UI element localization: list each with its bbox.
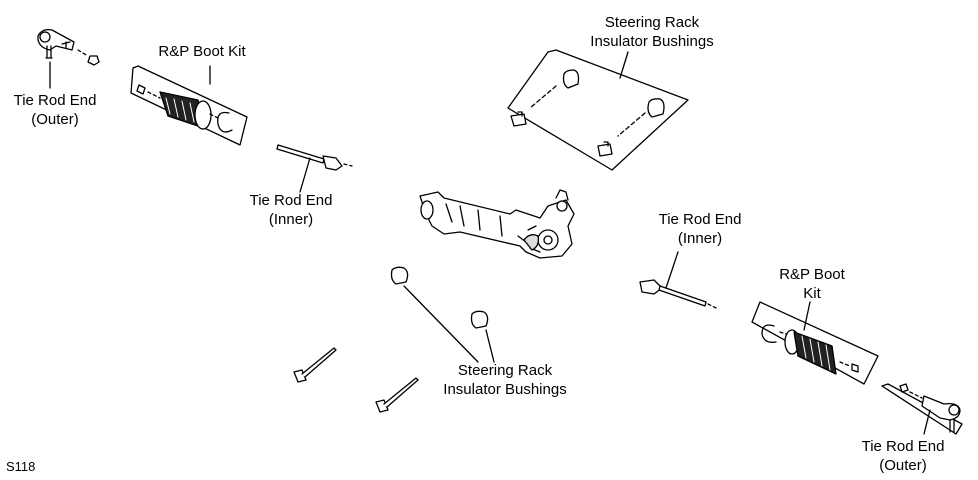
figure-code: S118 (6, 459, 36, 474)
rp-boot-kit-left (130, 65, 248, 146)
label-tie-rod-end-outer-left: Tie Rod End (Outer) (13, 92, 97, 128)
tie-rod-end-inner-right (639, 251, 717, 309)
insulator-bushings-bottom (293, 266, 495, 413)
steering-rack-housing (419, 189, 575, 259)
label-rp-boot-kit-right: R&P Boot Kit (779, 266, 845, 302)
tie-rod-end-inner-left (276, 144, 353, 193)
label-insulator-bushings-top: Steering Rack Insulator Bushings (590, 14, 714, 50)
label-rp-boot-kit-left: R&P Boot Kit (158, 43, 246, 60)
rp-boot-kit-right (751, 301, 879, 385)
label-tie-rod-end-inner-right: Tie Rod End (Inner) (658, 211, 742, 247)
insulator-bushings-top (507, 49, 689, 171)
tie-rod-end-outer-left (37, 28, 100, 89)
label-tie-rod-end-inner-left: Tie Rod End (Inner) (249, 192, 333, 228)
tie-rod-end-outer-right (881, 383, 963, 435)
label-tie-rod-end-outer-right: Tie Rod End (Outer) (861, 438, 945, 474)
label-insulator-bushings-bottom: Steering Rack Insulator Bushings (443, 362, 567, 398)
